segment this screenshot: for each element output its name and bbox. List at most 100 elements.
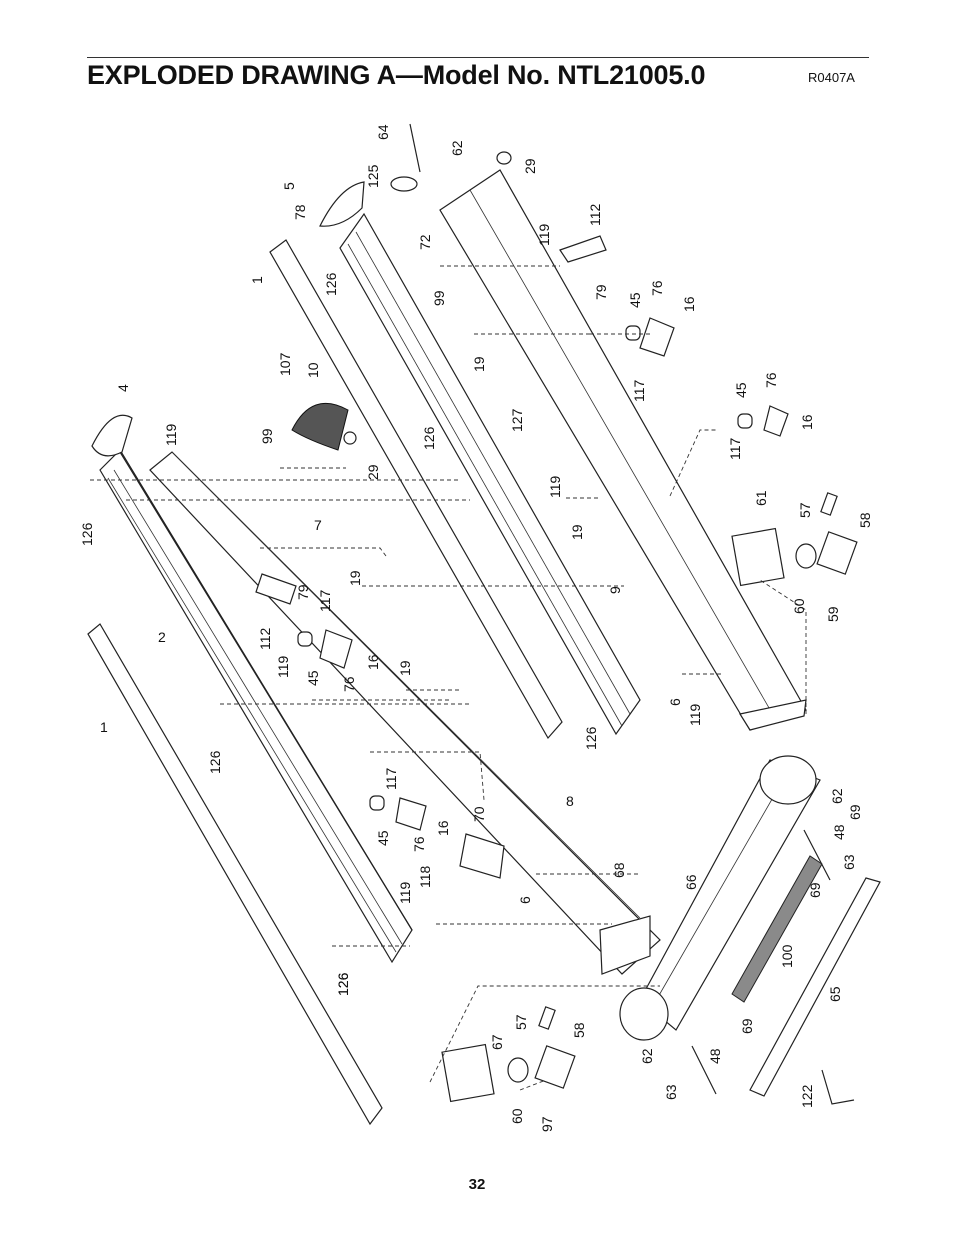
- callout: 69: [847, 804, 863, 820]
- callout: 5: [281, 182, 297, 190]
- callout: 126: [323, 272, 339, 296]
- callout: 76: [763, 372, 779, 388]
- callout: 57: [797, 502, 813, 518]
- callout: 76: [649, 280, 665, 296]
- bracket-112: [559, 235, 607, 263]
- callout: 62: [639, 1048, 655, 1064]
- plate-97: [534, 1045, 576, 1089]
- callout: 70: [471, 806, 487, 822]
- callout: 16: [435, 820, 451, 836]
- callout: 126: [79, 522, 95, 546]
- callout: 126: [583, 726, 599, 750]
- callout: 57: [513, 1014, 529, 1030]
- callout: 58: [857, 512, 873, 528]
- callout: 79: [295, 584, 311, 600]
- callout: 60: [791, 598, 807, 614]
- callout: 19: [397, 660, 413, 676]
- rail-cover-left: [87, 623, 383, 1126]
- callout: 119: [397, 881, 413, 904]
- callout: 64: [375, 124, 391, 140]
- callout: 63: [841, 854, 857, 870]
- callout: 61: [753, 490, 769, 506]
- callout: 62: [449, 140, 465, 156]
- callout: 2: [158, 629, 166, 645]
- callout: 63: [663, 1084, 679, 1100]
- callout: 119: [687, 703, 703, 726]
- foot-67: [441, 1043, 495, 1103]
- callout: 7: [314, 517, 322, 533]
- callout: 99: [259, 428, 275, 444]
- base-cover: [749, 877, 881, 1097]
- callout: 62: [829, 788, 845, 804]
- callout: 122: [799, 1084, 815, 1108]
- callout: 126: [335, 972, 351, 996]
- callout: 1: [249, 276, 265, 284]
- plate-59: [816, 531, 858, 575]
- bracket-70: [459, 833, 505, 879]
- callout: 99: [431, 290, 447, 306]
- end-cap-4: [91, 414, 133, 457]
- callout: 76: [411, 836, 427, 852]
- callout: 45: [627, 292, 643, 308]
- callout: 119: [547, 475, 563, 498]
- callout: 4: [115, 384, 131, 392]
- callout: 76: [341, 676, 357, 692]
- callout: 9: [607, 586, 623, 594]
- callout: 19: [569, 524, 585, 540]
- callout: 117: [631, 379, 647, 402]
- callout: 79: [593, 284, 609, 300]
- callout: 65: [827, 986, 843, 1002]
- callout: 16: [365, 654, 381, 670]
- callout: 8: [566, 793, 574, 809]
- callout: 119: [163, 423, 179, 446]
- header-rule: [87, 57, 869, 58]
- rail-cover-upper: [269, 239, 563, 740]
- callout: 19: [347, 570, 363, 586]
- callout: 78: [292, 204, 308, 220]
- front-pulley: [291, 402, 349, 451]
- callout: 112: [587, 203, 603, 226]
- callout: 60: [509, 1108, 525, 1124]
- callout: 45: [733, 382, 749, 398]
- callout: 45: [305, 670, 321, 686]
- callout: 118: [417, 865, 433, 888]
- callout: 6: [667, 698, 683, 706]
- callout: 117: [317, 589, 333, 612]
- callout: 126: [335, 972, 351, 996]
- callout: 100: [779, 944, 795, 968]
- callout-labels: 64 62 29 125 5 78 72 119 112 1 126 99 79…: [79, 124, 873, 1132]
- rail-right: [339, 212, 641, 736]
- foot-61: [731, 527, 785, 587]
- callout: 45: [375, 830, 391, 846]
- callout: 58: [571, 1022, 587, 1038]
- wheel-60b: [507, 1057, 529, 1083]
- callout: 16: [681, 296, 697, 312]
- callout: 117: [727, 437, 743, 460]
- callout: 10: [305, 362, 321, 378]
- callout: 119: [275, 655, 291, 678]
- callout: 68: [611, 862, 627, 878]
- callout: 67: [489, 1034, 505, 1050]
- page-number: 32: [468, 1176, 486, 1193]
- callout: 48: [831, 824, 847, 840]
- callout: 72: [417, 234, 433, 250]
- callout: 126: [421, 426, 437, 450]
- callout: 29: [522, 158, 538, 174]
- page-title: EXPLODED DRAWING A—Model No. NTL21005.0: [87, 60, 706, 90]
- callout: 1: [100, 719, 108, 735]
- callout: 107: [277, 352, 293, 376]
- wheel-60: [795, 543, 817, 569]
- callout: 119: [536, 223, 552, 246]
- callout: 66: [683, 874, 699, 890]
- callout: 6: [517, 896, 533, 904]
- callout: 16: [799, 414, 815, 430]
- end-cap-78: [319, 181, 365, 227]
- callout: 97: [539, 1116, 555, 1132]
- callout: 19: [471, 356, 487, 372]
- drawing-code: R0407A: [808, 70, 855, 85]
- callout: 125: [365, 164, 381, 188]
- callout: 59: [825, 606, 841, 622]
- callout: 126: [207, 750, 223, 774]
- callout: 29: [365, 464, 381, 480]
